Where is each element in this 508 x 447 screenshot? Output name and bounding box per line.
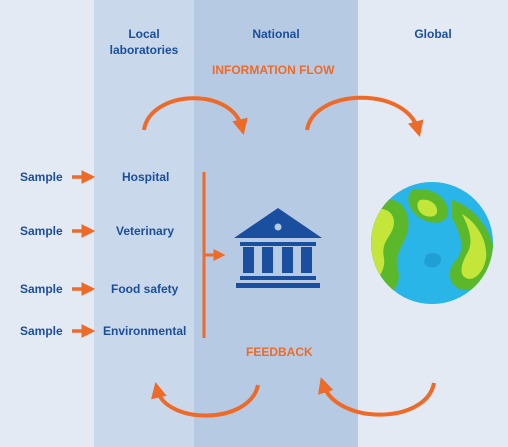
sample-label: Sample xyxy=(20,324,63,338)
feedback-arrow-national-to-local xyxy=(151,381,260,418)
information-flow-label: INFORMATION FLOW xyxy=(212,63,335,77)
header-national: National xyxy=(252,27,300,41)
local-laboratories-column xyxy=(94,0,194,447)
lab-hospital: Hospital xyxy=(122,170,170,184)
sample-label: Sample xyxy=(20,282,63,296)
feedback-arrow-global-to-national xyxy=(318,377,436,417)
sample-label: Sample xyxy=(20,170,63,184)
lab-veterinary: Veterinary xyxy=(116,224,175,238)
lab-environmental: Environmental xyxy=(103,324,187,338)
government-building-icon xyxy=(234,208,322,288)
lab-food-safety: Food safety xyxy=(111,282,179,296)
header-global: Global xyxy=(414,27,452,41)
sample-label: Sample xyxy=(20,224,63,238)
information-flow-arrow-national-to-global xyxy=(305,95,424,137)
header-local-laboratories: Local laboratories xyxy=(109,27,179,57)
information-flow-arrow-local-to-national xyxy=(142,96,248,136)
feedback-label: FEEDBACK xyxy=(246,345,313,359)
globe-icon xyxy=(371,182,493,304)
